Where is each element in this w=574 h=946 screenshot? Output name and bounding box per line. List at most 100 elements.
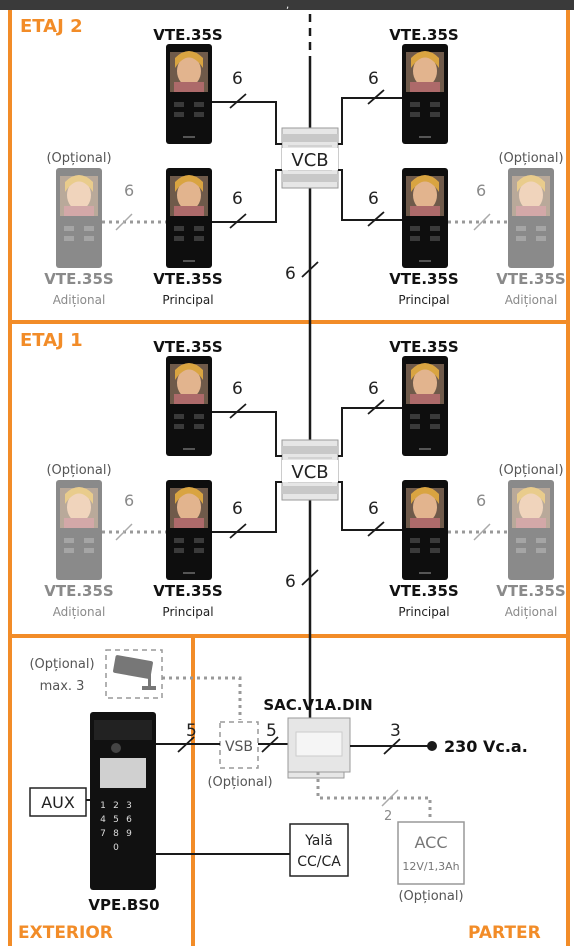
zone-title-exterior: EXTERIOR <box>18 923 113 943</box>
monitor-role-extra: Adițional <box>505 605 558 619</box>
bus-slash-etaj1 <box>301 569 319 586</box>
svg-text:4: 4 <box>100 815 106 825</box>
vsb-optional: (Opțional) <box>207 775 272 790</box>
power-supply-model: SAC.V1A.DIN <box>263 696 372 714</box>
bus-count-etaj1: 6 <box>285 572 296 592</box>
monitor-main-icon <box>166 44 212 144</box>
monitor-optional: (Opțional) <box>498 151 563 166</box>
aux-box <box>29 787 87 817</box>
wire <box>338 97 402 145</box>
wire-count-optional: 6 <box>124 181 134 200</box>
monitor-model: VTE.35S <box>153 338 222 356</box>
wire-count-five: 5 <box>266 721 277 741</box>
wire <box>338 407 402 457</box>
lock-box <box>289 823 349 877</box>
svg-text:6: 6 <box>126 815 132 825</box>
monitor-main-icon <box>166 356 212 456</box>
door-panel-icon <box>90 712 156 890</box>
monitor-role-extra: Adițional <box>53 605 106 619</box>
monitor-model: VTE.35S <box>153 270 222 288</box>
svg-text:8: 8 <box>113 829 119 839</box>
mains-label: 230 Vc.a. <box>444 737 528 756</box>
camera-wire <box>162 676 242 720</box>
bus-slash-etaj2 <box>301 261 319 278</box>
floor-etaj1: VCB VTE.35S VTE.35S 6 6 VTE.35S Principa… <box>44 338 565 619</box>
camera-max: max. 3 <box>40 679 85 694</box>
monitor-extra-icon <box>508 168 554 268</box>
lock-line2: CC/CA <box>297 854 341 870</box>
wire <box>212 481 282 533</box>
acc-label: ACC <box>414 833 447 852</box>
mains-terminal <box>427 741 437 751</box>
wire-count: 6 <box>368 189 379 209</box>
wire-count: 6 <box>368 499 379 519</box>
right-border <box>566 10 570 946</box>
monitor-model: VTE.35S <box>389 270 458 288</box>
monitor-role-extra: Adițional <box>53 293 106 307</box>
monitor-role-main: Principal <box>398 605 449 619</box>
monitor-role-extra: Adițional <box>505 293 558 307</box>
monitor-model: VTE.35S <box>496 270 565 288</box>
wire <box>212 411 282 457</box>
wire-count-two: 2 <box>384 809 392 824</box>
wire <box>338 481 402 531</box>
acc-optional: (Opțional) <box>398 889 463 904</box>
wire <box>212 169 282 223</box>
wire-count-optional: 6 <box>476 181 486 200</box>
vsb-label: VSB <box>225 739 253 755</box>
monitor-model: VTE.35S <box>389 338 458 356</box>
wire <box>338 169 402 221</box>
monitor-main-icon <box>166 480 212 580</box>
monitor-main-icon <box>402 168 448 268</box>
monitor-optional: (Opțional) <box>46 151 111 166</box>
svg-text:5: 5 <box>113 815 119 825</box>
monitor-optional: (Opțional) <box>46 463 111 478</box>
wire-count: 6 <box>232 189 243 209</box>
floor-title-etaj2: ETAJ 2 <box>20 16 83 37</box>
monitor-main-icon <box>402 356 448 456</box>
wire <box>212 101 282 145</box>
wire-count-five: 5 <box>186 721 197 741</box>
monitor-optional: (Opțional) <box>498 463 563 478</box>
monitor-extra-icon <box>56 480 102 580</box>
monitor-extra-icon <box>56 168 102 268</box>
svg-text:2: 2 <box>113 801 119 811</box>
wire-count: 6 <box>232 379 243 399</box>
door-keypad: 1 2 3 4 5 6 7 8 9 0 <box>100 801 132 853</box>
ground-level: (Opțional) max. 3 1 2 3 4 5 6 7 8 9 0 VP… <box>29 649 528 914</box>
camera-optional: (Opțional) <box>29 657 94 672</box>
wire-count: 6 <box>232 69 243 89</box>
monitor-role-main: Principal <box>398 293 449 307</box>
bus-count-etaj2: 6 <box>285 264 296 284</box>
monitor-main-icon <box>166 168 212 268</box>
exterior-divider <box>191 634 195 946</box>
wire-count-optional: 6 <box>124 491 134 510</box>
header-bar <box>0 0 574 10</box>
floor-etaj2: VCB VTE.35S VTE.35S 6 6 VTE.35S Principa… <box>44 26 565 307</box>
acc-box <box>397 821 465 885</box>
floor-title-etaj1: ETAJ 1 <box>20 330 83 351</box>
header-text: , <box>286 0 289 11</box>
svg-text:3: 3 <box>126 801 132 811</box>
svg-text:1: 1 <box>100 801 106 811</box>
monitor-role-main: Principal <box>162 605 213 619</box>
left-border <box>8 10 12 946</box>
monitor-model: VTE.35S <box>153 26 222 44</box>
aux-label: AUX <box>41 793 75 812</box>
monitor-model: VTE.35S <box>153 582 222 600</box>
acc-wire <box>316 772 432 820</box>
wire-count-three: 3 <box>390 721 401 741</box>
camera-icon <box>113 655 156 690</box>
camera-optional-box <box>105 649 163 699</box>
wire-count: 6 <box>368 69 379 89</box>
svg-text:7: 7 <box>100 829 106 839</box>
monitor-model: VTE.35S <box>44 582 113 600</box>
monitor-model: VTE.35S <box>496 582 565 600</box>
door-panel-model: VPE.BS0 <box>88 896 159 914</box>
vcb-label-etaj1: VCB <box>291 462 328 483</box>
vcb-label-etaj2: VCB <box>291 150 328 171</box>
wire-count-optional: 6 <box>476 491 486 510</box>
wire-count: 6 <box>232 499 243 519</box>
etaj1-divider <box>8 634 570 638</box>
monitor-extra-icon <box>508 480 554 580</box>
